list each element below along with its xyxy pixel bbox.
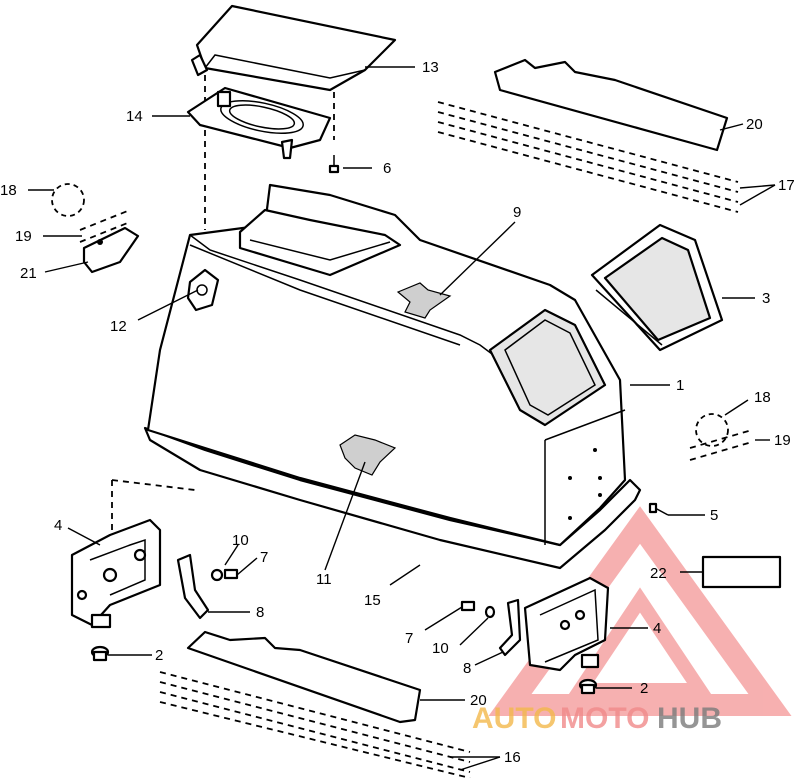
- callout-16: 16: [504, 749, 521, 766]
- dashed-strip-17: [437, 101, 739, 213]
- callout-15: 15: [364, 592, 381, 609]
- foam-strip-top-part: [493, 58, 729, 152]
- callout-8-right: 8: [463, 660, 471, 677]
- callout-1: 1: [676, 377, 684, 394]
- callout-19-left: 19: [15, 228, 32, 245]
- grommet-right-part: [578, 678, 598, 695]
- screw-5-part: [648, 502, 669, 516]
- foam-strip-bottom-part: [186, 630, 422, 724]
- callout-12: 12: [110, 318, 127, 335]
- callout-4-right: 4: [653, 620, 661, 637]
- callout-10-right: 10: [432, 640, 449, 657]
- screw-part: [328, 155, 340, 174]
- right-bracket-part: [523, 576, 610, 672]
- top-cover-part: [190, 4, 397, 230]
- small-parts-left: [51, 183, 140, 274]
- callout-18-right: 18: [754, 389, 771, 406]
- callout-4-left: 4: [54, 517, 62, 534]
- small-parts-right: [689, 413, 753, 461]
- callout-22: 22: [650, 565, 667, 582]
- callout-17: 17: [778, 177, 795, 194]
- callouts: 13 14 6 20 17 18 19 21 9 3 12 1 18 19 5 …: [0, 59, 795, 766]
- clip-left-part: [176, 553, 210, 620]
- side-window-part: [590, 223, 724, 352]
- callout-3: 3: [762, 290, 770, 307]
- seal-frame-part: [186, 86, 332, 160]
- callout-14: 14: [126, 108, 143, 125]
- dashed-strip-16: [159, 671, 471, 778]
- engine-hood-part: [111, 183, 642, 570]
- callout-6: 6: [383, 160, 391, 177]
- callout-7-right: 7: [405, 630, 413, 647]
- callout-7-left: 7: [260, 549, 268, 566]
- callout-9: 9: [513, 204, 521, 221]
- callout-8-left: 8: [256, 604, 264, 621]
- callout-18-left: 18: [0, 182, 17, 199]
- callout-20-top: 20: [746, 116, 763, 133]
- watermark-text: AUTO MOTO HUB: [472, 702, 722, 735]
- watermark-part2: MOTO: [560, 702, 649, 735]
- washer-bolt-left: [210, 568, 239, 582]
- watermark-part3: HUB: [657, 702, 722, 735]
- watermark-part1: AUTO: [472, 702, 556, 735]
- grommet-left-part: [90, 645, 110, 662]
- leader-lines: [28, 66, 776, 771]
- bolt-washer-clip-right: [460, 598, 522, 657]
- callout-20-bottom: 20: [470, 692, 487, 709]
- callout-13: 13: [422, 59, 439, 76]
- callout-2-right: 2: [640, 680, 648, 697]
- callout-19-right: 19: [774, 432, 791, 449]
- callout-11: 11: [316, 571, 332, 588]
- callout-5: 5: [710, 507, 718, 524]
- callout-10-left: 10: [232, 532, 249, 549]
- callout-2-left: 2: [155, 647, 163, 664]
- left-bracket-part: [70, 518, 162, 629]
- callout-21: 21: [20, 265, 37, 282]
- decal-part-22: [701, 555, 782, 589]
